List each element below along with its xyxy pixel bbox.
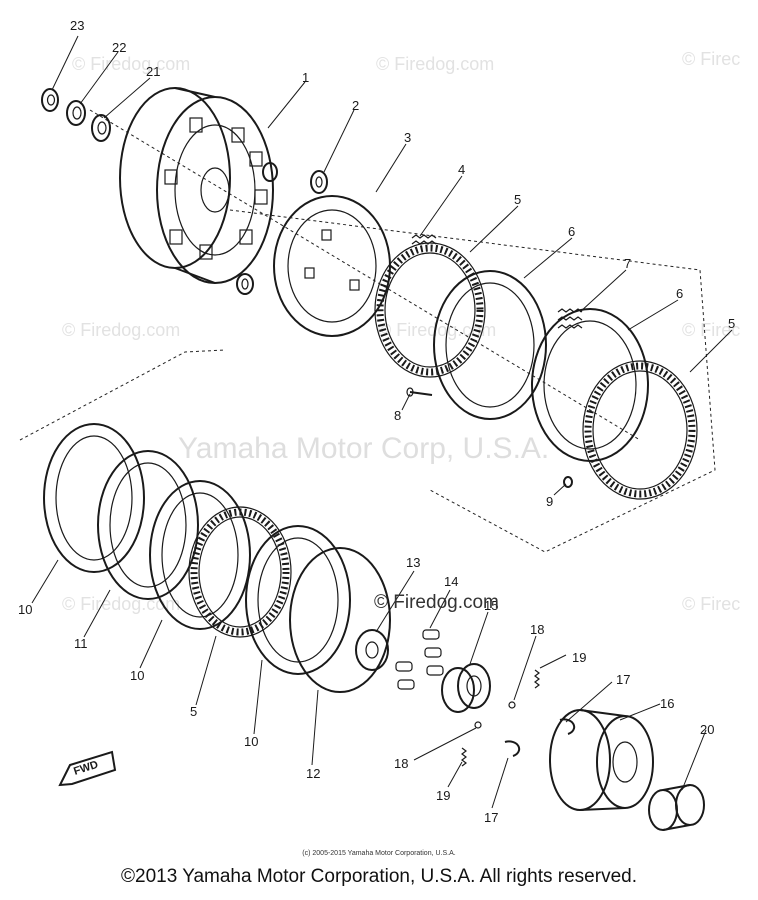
callout-11: 11 (74, 636, 88, 651)
callout-6-right: 6 (676, 286, 683, 301)
callout-18-lower: 18 (394, 756, 408, 771)
part-rollers-14 (395, 629, 444, 690)
callout-18-upper: 18 (530, 622, 544, 637)
callout-22: 22 (112, 40, 126, 55)
callout-8: 8 (394, 408, 401, 423)
assembly-outline-lower (19, 349, 226, 441)
part-gear-16 (549, 709, 654, 811)
callout-3: 3 (404, 130, 411, 145)
footer-copyright: ©2013 Yamaha Motor Corporation, U.S.A. A… (121, 866, 637, 887)
part-collar-15 (441, 663, 491, 713)
part-lock-washer-22 (66, 100, 86, 126)
part-plate-10-right (245, 525, 351, 675)
callout-6-upper: 6 (568, 224, 575, 239)
forward-direction-arrow: FWD (58, 750, 117, 787)
part-spring-19-lower (461, 747, 467, 767)
part-nut-23 (41, 88, 59, 112)
callout-5-lower: 5 (190, 704, 197, 719)
callout-10-right: 10 (244, 734, 258, 749)
callout-5-upper: 5 (514, 192, 521, 207)
part-plate-10-middle (149, 480, 251, 630)
callout-19-lower: 19 (436, 788, 450, 803)
part-friction-plate-5-lower (188, 506, 292, 638)
callout-17-lower: 17 (484, 810, 498, 825)
watermark-mid-right: © Firec (682, 320, 740, 340)
part-ball-18 (474, 701, 516, 729)
leader-lines (31, 35, 733, 809)
part-plate-11 (97, 450, 199, 600)
callout-1: 1 (302, 70, 309, 85)
part-friction-plate-5-right (582, 360, 698, 500)
callout-2: 2 (352, 98, 359, 113)
callout-10-middle: 10 (130, 668, 144, 683)
part-clutch-plate-6a (433, 270, 547, 420)
part-clip-17-lower (504, 740, 521, 757)
assembly-outline-upper (229, 209, 716, 553)
watermark-center: Yamaha Motor Corp, U.S.A. (178, 432, 549, 465)
callout-21: 21 (146, 64, 160, 79)
watermark-top-left: © Firedog.com (72, 54, 190, 74)
callout-12: 12 (306, 766, 320, 781)
part-clip-17-upper (559, 718, 576, 735)
part-hub-13 (355, 629, 389, 671)
part-bushing-20 (648, 784, 705, 831)
callout-20: 20 (700, 722, 714, 737)
part-spring-4 (411, 234, 437, 245)
callout-14: 14 (444, 574, 458, 589)
callout-13: 13 (406, 555, 420, 570)
callout-9: 9 (546, 494, 553, 509)
part-wire-ring-12 (289, 547, 391, 693)
callout-4: 4 (458, 162, 465, 177)
callout-5-right: 5 (728, 316, 735, 331)
watermark-top-center: © Firedog.com (376, 54, 494, 74)
callout-7: 7 (624, 256, 631, 271)
callout-17-upper: 17 (616, 672, 630, 687)
watermark-mid-left: © Firedog.com (62, 320, 180, 340)
watermark-top-right: © Firec (682, 49, 740, 69)
watermark-low-right: © Firec (682, 594, 740, 614)
part-clutch-plate-6b (531, 308, 649, 462)
fwd-label: FWD (72, 759, 100, 778)
part-plate-3 (273, 195, 391, 337)
part-spring-19-upper (534, 669, 540, 689)
part-plate-10-left (43, 423, 145, 573)
callout-15: 15 (484, 598, 498, 613)
part-pin-9 (563, 476, 573, 488)
part-friction-plate-5-upper (374, 242, 486, 378)
part-washer-21 (91, 114, 111, 142)
callout-16: 16 (660, 696, 674, 711)
part-clutch-housing-1 (119, 87, 278, 284)
callout-23: 23 (70, 18, 84, 33)
small-copyright-notice: (c) 2005-2015 Yamaha Motor Corporation, … (302, 850, 456, 857)
callout-10-left: 10 (18, 602, 32, 617)
callout-19-upper: 19 (572, 650, 586, 665)
watermark-overlay: © Firedog.com (374, 592, 499, 613)
assembly-center-line (89, 109, 641, 441)
watermark-mid-center: © Firedog.com (378, 320, 496, 340)
part-cushion-2 (236, 170, 328, 295)
part-pin-8 (406, 387, 433, 397)
